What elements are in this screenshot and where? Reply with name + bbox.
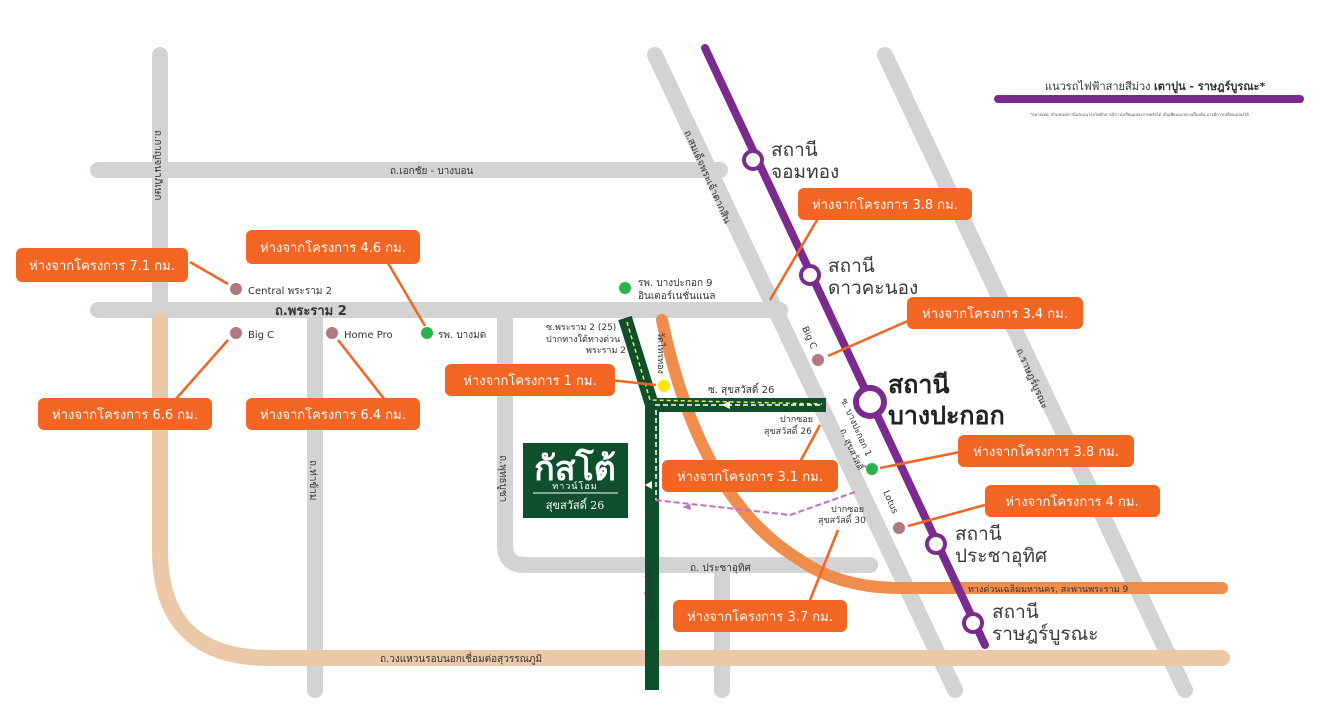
arrow-left-icon (682, 504, 691, 510)
label-soi-rama2-note2: พระราม 2 (586, 346, 626, 356)
route-dashed-pink (654, 491, 856, 517)
label-pak-soi-30-1: ปากซอย (831, 505, 864, 515)
callout-3-8km-b-text: ห่างจากโครงการ 3.8 กม. (973, 444, 1119, 460)
callout-3-8km-a (798, 188, 972, 220)
poi-dot-homepro (326, 327, 338, 339)
poi-bangpakok9-line1: รพ. บางปะกอก 9 (638, 278, 713, 289)
callout-3-1km (662, 460, 838, 492)
station-dot-ratburana (962, 612, 984, 634)
callout-3-7km (673, 600, 847, 632)
purple-line (701, 44, 989, 649)
poi-dot-central (230, 283, 242, 295)
poi-bigc-left: Big C (248, 330, 274, 341)
callout-6-6km (38, 398, 212, 430)
station-bangpakok-line2: บางปะกอก (888, 401, 1005, 430)
station-daokhanong-line2: ดาวคะนอง (828, 277, 918, 299)
label-soi-sukhsawat26: ซ. สุขสวัสดิ์ 26 (708, 382, 774, 396)
label-pracha-uthit: ถ. ประชาอุทิศ (690, 563, 752, 574)
station-dot-chomthong (742, 149, 764, 171)
legend-title-bold: เตาปูน - ราษฎร์บูรณะ* (1154, 80, 1265, 94)
road-phuttha-bucha (497, 312, 878, 573)
poi-dot-lotus (893, 522, 905, 534)
station-chomthong-line1: สถานี (771, 139, 818, 161)
label-soi-rama2-note1: ปากทางใต้ทางด่วน (546, 334, 620, 345)
label-ekkachai: ถ.เอกชัย - บางบอน (390, 166, 474, 177)
callout-6-4km-text: ห่างจากโครงการ 6.4 กม. (260, 407, 406, 423)
callout-4-6km-text: ห่างจากโครงการ 4.6 กม. (260, 240, 406, 256)
callout-6-6km-text: ห่างจากโครงการ 6.6 กม. (52, 407, 198, 423)
callout-3-4km (907, 297, 1083, 329)
label-pak-soi-26-2: สุขสวัสดิ์ 26 (764, 424, 812, 437)
poi-bangpakok9-line2: อินเตอร์เนชั่นแนล (638, 288, 715, 302)
callout-4km-text: ห่างจากโครงการ 4 กม. (1005, 494, 1138, 510)
callout-3-1km-text: ห่างจากโครงการ 3.1 กม. (677, 469, 823, 485)
soi-route-main (618, 315, 659, 690)
label-pak-soi-26-1: ปากซอย (780, 415, 813, 425)
arrow-left-icon (722, 401, 730, 409)
callout-3-8km-b (958, 435, 1134, 467)
label-kanchanaphisek: ถ.กาญจนาภิเษก (152, 130, 163, 200)
poi-dot-hospital-sukhsawat (866, 463, 878, 475)
label-phuttha-bucha: ถ.พุทธบูชา (497, 455, 508, 502)
logo-main: กัสโต้ (534, 448, 616, 489)
legend-title-prefix: แนวรถไฟฟ้าสายสีม่วง (1045, 80, 1154, 93)
station-ratburana-line1: สถานี (992, 601, 1039, 623)
logo-place: สุขสวัสดิ์ 26 (546, 497, 604, 512)
label-wat: วัดไทรทอง (655, 332, 666, 374)
arrow-left-icon (645, 481, 652, 489)
station-bangpakok-line1: สถานี (888, 370, 950, 399)
callout-4km (985, 485, 1160, 517)
callout-6-4km (246, 398, 420, 430)
label-outer-ring: ถ.วงแหวนรอบนอกเชื่อมต่อสุวรรณภูมิ (380, 651, 542, 665)
logo-sub: ทาวน์โฮม (552, 480, 597, 492)
poi-bigc-right: Big C (799, 325, 818, 351)
poi-dot-bigc-right (812, 354, 824, 366)
legend-note: *หมายเหตุ: ตำแหน่งสถานีและแนวรถไฟฟ้าอาจม… (1030, 110, 1249, 118)
road-outer-ring (152, 312, 1230, 666)
station-prachauthit-line2: ประชาอุทิศ (955, 545, 1047, 568)
poi-lotus: Lotus (880, 489, 899, 516)
callout-4-6km (246, 230, 420, 264)
station-daokhanong-line1: สถานี (828, 255, 875, 277)
station-chomthong-line2: จอมทอง (771, 161, 839, 183)
label-expressway: ทางด่วนเฉลิมมหานคร, สะพานพระราม 9 (968, 584, 1128, 595)
callout-3-8km-a-text: ห่างจากโครงการ 3.8 กม. (812, 197, 958, 213)
station-prachauthit-line1: สถานี (955, 523, 1002, 545)
poi-dot-bigc-left (230, 327, 242, 339)
poi-dot-bangmod (421, 327, 433, 339)
station-ratburana-line2: ราษฎร์บูรณะ (992, 623, 1098, 645)
label-thakham: ถ.ท่าข้าม (307, 460, 319, 500)
label-pak-soi-30-2: สุขสวัสดิ์ 30 (818, 513, 866, 526)
callout-7-1km (16, 248, 188, 282)
poi-dot-wat (658, 380, 670, 392)
legend-title: แนวรถไฟฟ้าสายสีม่วง เตาปูน - ราษฎร์บูรณะ… (1045, 80, 1265, 94)
label-soi-rama2-25: ซ.พระราม 2 (25) (546, 323, 616, 333)
label-phuttha39: ซ. พุทธบูชา 39 (644, 560, 654, 621)
callout-1km (445, 364, 615, 396)
poi-homepro: Home Pro (344, 330, 393, 341)
project-logo (523, 443, 628, 518)
station-dot-bangpakok (853, 385, 887, 419)
callout-7-1km-text: ห่างจากโครงการ 7.1 กม. (29, 258, 175, 274)
callout-pointers (174, 214, 986, 606)
route-dashed-yellow (626, 321, 823, 405)
poi-bangmod: รพ. บางมด (438, 330, 486, 341)
callout-3-7km-text: ห่างจากโครงการ 3.7 กม. (687, 609, 833, 625)
poi-dot-bangpakok9 (619, 282, 631, 294)
poi-central: Central พระราม 2 (248, 286, 332, 297)
station-dot-daokhanong (799, 264, 821, 286)
label-rama2: ถ.พระราม 2 (275, 304, 347, 319)
callout-1km-text: ห่างจากโครงการ 1 กม. (463, 373, 596, 389)
callout-3-4km-text: ห่างจากโครงการ 3.4 กม. (922, 306, 1068, 322)
station-dot-prachauthit (925, 533, 947, 555)
